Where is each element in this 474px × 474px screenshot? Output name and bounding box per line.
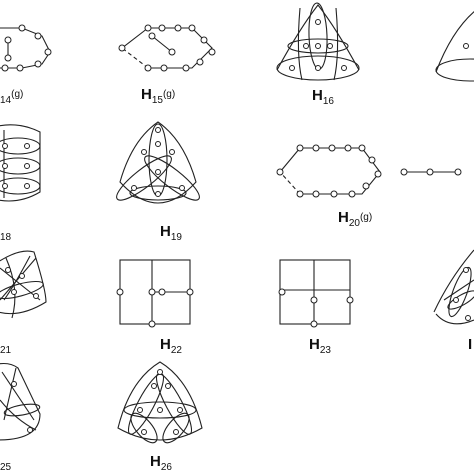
graph-h19 <box>116 121 200 204</box>
label-h24: I <box>468 336 472 353</box>
graph-h24-partial <box>433 249 474 325</box>
label-h16: H16 <box>312 87 334 107</box>
graph-h22 <box>116 259 194 328</box>
graph-h21 <box>0 250 47 319</box>
label-h19: H19 <box>160 223 182 243</box>
label-h18: 18 <box>0 232 12 243</box>
label-h20: H20(g) <box>338 209 372 229</box>
label-h22: H22 <box>160 336 182 356</box>
label-h25: 25 <box>0 462 12 473</box>
graph-h26 <box>117 361 203 444</box>
label-h26: H26 <box>150 453 172 473</box>
graph-h20 <box>276 144 462 198</box>
graph-h15 <box>118 24 216 72</box>
graph-h14 <box>0 24 52 72</box>
graph-h23 <box>278 259 354 328</box>
graph-h17-partial <box>435 11 474 82</box>
graph-h16 <box>276 2 360 81</box>
label-h21: 21 <box>0 345 12 356</box>
graph-h18 <box>0 124 41 202</box>
label-h14: 14(g) <box>0 89 23 106</box>
graph-h25 <box>0 362 41 441</box>
label-h23: H23 <box>309 336 331 356</box>
label-h15: H15(g) <box>141 86 175 106</box>
